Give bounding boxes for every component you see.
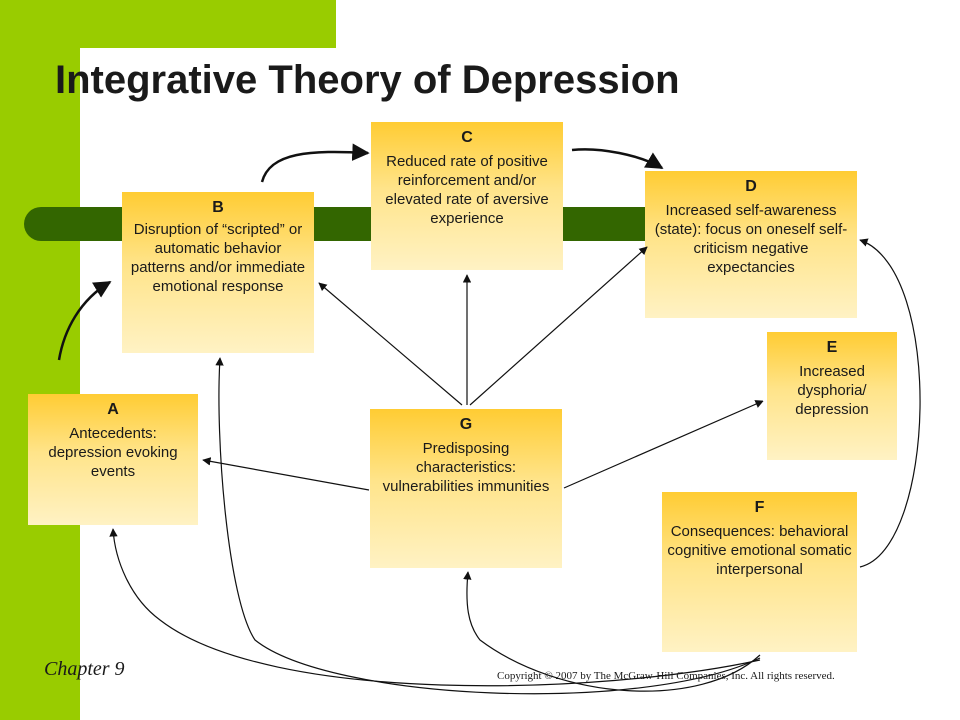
box-c-text: Reduced rate of positive reinforcement a… bbox=[385, 153, 549, 227]
box-b-text: Disruption of “scripted” or automatic be… bbox=[130, 221, 306, 295]
box-e-dysphoria: E Increased dysphoria/ depression bbox=[767, 332, 897, 460]
box-f-letter: F bbox=[754, 499, 765, 516]
box-d-letter: D bbox=[745, 178, 757, 195]
box-d-self-awareness: D Increased self-awareness (state): focu… bbox=[645, 171, 857, 318]
arrow-g-to-a bbox=[202, 457, 370, 491]
arrow-f-to-a bbox=[109, 528, 761, 687]
green-left-band bbox=[0, 0, 80, 720]
box-e-text: Increased dysphoria/ depression bbox=[795, 363, 869, 418]
arrow-a-to-b bbox=[57, 280, 112, 361]
box-f-text: Consequences: behavioral cognitive emoti… bbox=[667, 523, 852, 578]
box-a-text: Antecedents: depression evoking events bbox=[48, 425, 178, 480]
arrow-g-to-e bbox=[563, 400, 764, 489]
box-e-letter: E bbox=[826, 339, 838, 356]
box-c-letter: C bbox=[461, 129, 473, 146]
copyright-notice: Copyright © 2007 by The McGraw-Hill Comp… bbox=[497, 670, 835, 682]
arrow-f-to-g bbox=[463, 571, 761, 692]
slide-title: Integrative Theory of Depression bbox=[55, 58, 680, 102]
box-a-antecedents: A Antecedents: depression evoking events bbox=[28, 394, 198, 525]
arrow-f-to-b bbox=[215, 357, 761, 695]
box-b-letter: B bbox=[212, 199, 224, 216]
chapter-label: Chapter 9 bbox=[44, 658, 125, 680]
arrow-g-to-d bbox=[469, 246, 648, 406]
box-g-text: Predisposing characteristics: vulnerabil… bbox=[382, 440, 550, 495]
arrow-b-to-c bbox=[260, 143, 370, 183]
arrow-c-to-d bbox=[571, 148, 664, 170]
box-g-letter: G bbox=[459, 416, 473, 433]
box-a-letter: A bbox=[107, 401, 119, 418]
box-f-consequences: F Consequences: behavioral cognitive emo… bbox=[662, 492, 857, 652]
box-d-text: Increased self-awareness (state): focus … bbox=[654, 202, 848, 276]
box-b-disruption: B Disruption of “scripted” or automatic … bbox=[122, 192, 314, 353]
box-g-predisposing: G Predisposing characteristics: vulnerab… bbox=[370, 409, 562, 568]
arrow-f-to-d bbox=[859, 238, 921, 568]
arrow-g-to-b bbox=[318, 282, 463, 406]
box-c-reinforcement: C Reduced rate of positive reinforcement… bbox=[371, 122, 563, 270]
